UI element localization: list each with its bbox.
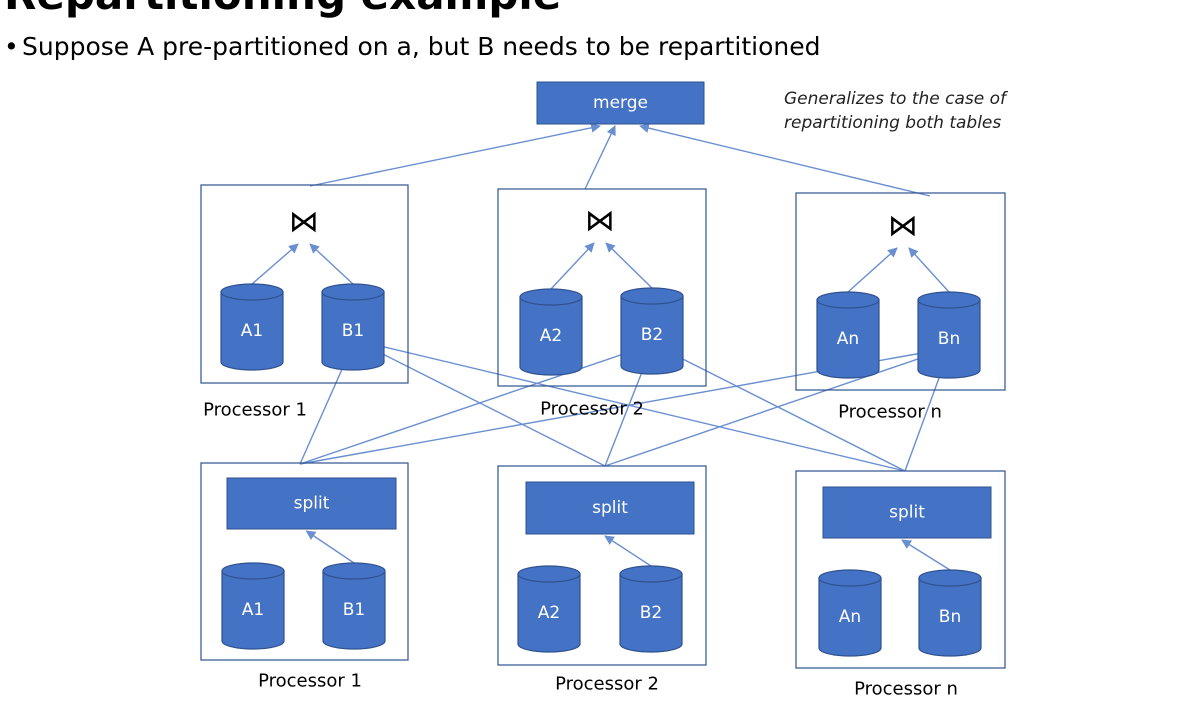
arrow-b-to-join-1 [309,243,354,285]
arrow-a-to-join-3 [847,247,898,293]
arrow-a-to-join-2 [550,242,595,290]
join-table-b-3-body [917,299,981,379]
split-table-a-2-body [517,573,581,653]
join-table-b-2-top [620,287,684,305]
arrow-b-to-split-2 [604,535,652,567]
split-table-b-1 [322,562,386,650]
split-table-a-3 [818,569,882,657]
split-table-a-1-label: A1 [242,600,264,620]
split-table-b-3-label: Bn [939,607,961,627]
split-processor-box-3 [795,470,1006,669]
join-table-b-1-top [321,283,385,301]
bowtie-join-icon-1: ⋈ [289,205,319,240]
note-line-2: repartitioning both tables [784,113,1002,133]
split-table-b-3 [918,569,982,657]
split-table-a-2-top [517,565,581,583]
split-table-a-1 [221,562,285,650]
merge-box [536,81,705,125]
split-table-a-1-body [221,570,285,650]
split-box-3 [822,486,992,539]
join-table-a-3-label: An [837,329,859,349]
arrow-join-1-to-merge [309,122,601,187]
repartition-arrow-3-to-2 [652,343,906,472]
join-table-b-3-label: Bn [938,329,960,349]
bullet-icon: • [4,32,19,61]
split-box-1 [226,477,397,530]
join-processor-caption-2: Processor 2 [540,399,644,420]
join-table-a-1-body [220,291,284,371]
split-table-a-3-top [818,569,882,587]
split-table-a-2-label: A2 [538,603,560,623]
split-processor-caption-1: Processor 1 [258,671,362,692]
join-table-b-2-label: B2 [641,325,663,345]
split-table-b-3-body [918,577,982,657]
join-table-b-3-top [917,291,981,309]
join-processor-caption-1: Processor 1 [203,400,307,421]
split-table-b-1-top [322,562,386,580]
arrow-b-to-split-3 [901,539,951,571]
join-table-b-1-label: B1 [342,321,364,341]
join-table-b-1-body [321,291,385,371]
split-processor-box-1 [200,462,409,661]
slide-heading-cropped: Repartitioning example [0,0,600,18]
join-table-b-2 [620,287,684,375]
join-table-b-2-body [620,295,684,375]
arrow-join-n-to-merge [639,123,931,197]
split-label-3: split [889,503,925,523]
split-table-a-3-label: An [839,607,861,627]
join-table-a-2-top [519,288,583,306]
join-processor-box-1 [200,184,409,384]
join-table-b-1 [321,283,385,371]
slide-heading: Repartitioning example [4,0,561,16]
note-line-1: Generalizes to the case of [784,89,1007,109]
arrow-join-2-to-merge [584,125,616,190]
join-table-a-3-top [816,291,880,309]
generalization-note: Generalizes to the case of repartitionin… [784,87,1084,135]
split-box-2 [525,481,695,535]
split-label-2: split [592,498,628,518]
split-table-b-2 [619,565,683,653]
bullet-point: •Suppose A pre-partitioned on a, but B n… [4,33,820,61]
join-table-a-2 [519,288,583,376]
join-table-a-1-label: A1 [241,321,263,341]
arrow-b-to-split-1 [305,530,355,564]
merge-label: merge [593,93,648,113]
repartition-arrow-1-to-2 [299,342,654,465]
split-table-b-1-body [322,570,386,650]
split-table-a-2 [517,565,581,653]
split-table-b-3-top [918,569,982,587]
split-table-b-2-top [619,565,683,583]
split-table-a-3-body [818,577,882,657]
join-table-a-2-label: A2 [540,326,562,346]
split-table-b-2-body [619,573,683,653]
join-table-a-3 [816,291,880,379]
join-table-b-3 [917,291,981,379]
split-table-b-1-label: B1 [343,600,365,620]
join-processor-box-2 [497,188,707,387]
join-table-a-1 [220,283,284,371]
bowtie-join-icon-2: ⋈ [585,204,615,239]
split-processor-caption-3: Processor n [854,679,958,700]
join-table-a-2-body [519,296,583,376]
arrow-b-to-join-3 [908,247,950,293]
repartition-arrow-2-to-1 [354,339,606,467]
join-table-a-3-body [816,299,880,379]
join-table-a-1-top [220,283,284,301]
repartition-arrow-3-to-1 [354,337,906,472]
split-processor-box-2 [497,465,707,666]
split-label-1: split [294,494,330,514]
join-processor-box-3 [795,192,1006,391]
arrow-b-to-join-2 [605,242,653,289]
bowtie-join-icon-3: ⋈ [888,209,918,244]
split-table-a-1-top [221,562,285,580]
bullet-text: Suppose A pre-partitioned on a, but B ne… [22,32,821,61]
arrow-a-to-join-1 [251,243,299,285]
join-processor-caption-3: Processor n [838,402,942,423]
split-table-b-2-label: B2 [640,603,662,623]
split-processor-caption-2: Processor 2 [555,674,659,695]
